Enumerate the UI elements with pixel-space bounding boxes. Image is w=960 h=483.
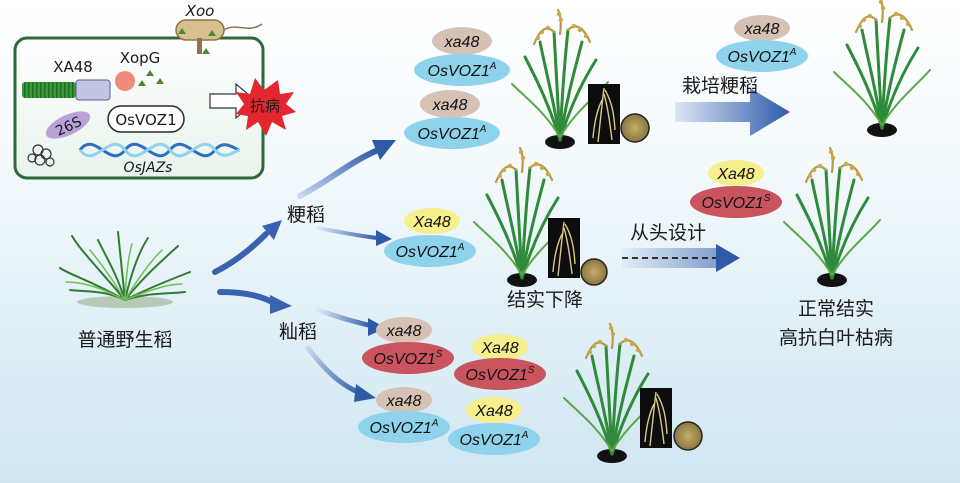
- voz-label: OsVOZ1: [728, 49, 790, 66]
- svg-text:OsVOZ1S: OsVOZ1S: [466, 365, 535, 384]
- allele-badge: [404, 208, 460, 234]
- allele-label: Xa48: [474, 403, 512, 420]
- voz-badge: [414, 54, 510, 86]
- design-label: 从头设计: [630, 222, 706, 244]
- japonica-label: 粳稻: [287, 204, 325, 226]
- design-arrow: [622, 244, 740, 272]
- voz-label: OsVOZ1: [374, 351, 436, 368]
- svg-text:OsVOZ1A: OsVOZ1A: [396, 242, 465, 261]
- voz-label: OsVOZ1: [466, 367, 528, 384]
- cultivate-arrow: [675, 88, 790, 136]
- allele-badge: [376, 387, 432, 413]
- receptor-label: XA48: [53, 58, 93, 76]
- voz-label: OsVOZ1: [418, 126, 480, 143]
- resistance-burst-icon: [236, 78, 296, 136]
- svg-text:OsVOZ1A: OsVOZ1A: [728, 47, 797, 66]
- grain-icon: [580, 258, 608, 286]
- voz-sup: S: [764, 193, 771, 204]
- target-label: OsVOZ1: [115, 111, 176, 129]
- allele-badge: [472, 334, 528, 360]
- allele-label: xa48: [432, 97, 468, 114]
- allele-badge: [432, 27, 492, 55]
- wild-rice-label: 普通野生稻: [77, 329, 172, 351]
- voz-badge: [454, 358, 546, 390]
- genes-label: OsJAZs: [124, 160, 173, 176]
- svg-text:OsVOZ1A: OsVOZ1A: [418, 124, 487, 143]
- grain-icon: [673, 421, 703, 451]
- arrow-japonica-to-Xa48: [316, 226, 380, 240]
- voz-label: OsVOZ1: [460, 432, 522, 449]
- dna-helix-icon: [78, 142, 241, 158]
- allele-label: xa48: [386, 393, 422, 410]
- normal-yield-label: 正常结实: [798, 298, 874, 320]
- panicle-image-icon: [587, 83, 621, 145]
- voz-sup: S: [436, 349, 443, 360]
- voz-label: OsVOZ1: [702, 195, 764, 212]
- allele-badge: [420, 90, 480, 118]
- voz-sup: S: [528, 365, 535, 376]
- arrow-indica-to-upper: [315, 307, 375, 329]
- receptor-coil-domain: [22, 82, 76, 98]
- effector-bound-icon: [115, 71, 135, 91]
- voz-badge: [404, 117, 500, 149]
- resistance-label: 抗病: [250, 97, 280, 115]
- grain-icon: [620, 113, 650, 143]
- voz-badge: [716, 40, 808, 72]
- japonica-top-alleles: xa48 OsVOZ1A xa48 OsVOZ1A: [404, 27, 510, 149]
- target-protein: [107, 105, 185, 133]
- allele-label: xa48: [444, 34, 480, 51]
- voz-label: OsVOZ1: [370, 420, 432, 437]
- cultivate-label: 栽培粳稻: [682, 75, 758, 97]
- voz-sup: A: [479, 124, 487, 135]
- wild-rice-plant: [59, 231, 191, 308]
- effector-molecules: [138, 70, 164, 86]
- allele-label: Xa48: [716, 166, 754, 183]
- allele-label: xa48: [744, 21, 780, 38]
- allele-badge: [376, 317, 432, 343]
- voz-badge: [448, 423, 540, 455]
- pathogen-label: Xoo: [185, 2, 215, 20]
- voz-badge: [358, 411, 450, 443]
- yield-drop-label: 结实下降: [507, 289, 583, 311]
- voz-sup: A: [521, 430, 529, 441]
- voz-badge: [690, 186, 782, 218]
- allele-label: xa48: [386, 323, 422, 340]
- xoo-pathogen-icon: [175, 19, 263, 54]
- allele-badge: [466, 397, 522, 423]
- arrow-japonica-to-xa48: [297, 147, 381, 199]
- svg-text:OsVOZ1A: OsVOZ1A: [370, 418, 439, 437]
- voz-badge: [362, 342, 454, 374]
- svg-text:OsVOZ1S: OsVOZ1S: [702, 193, 771, 212]
- high-resistance-label: 高抗白叶枯病: [779, 327, 893, 349]
- svg-text:OsVOZ1S: OsVOZ1S: [374, 349, 443, 368]
- allele-label: Xa48: [480, 340, 518, 357]
- voz-label: OsVOZ1: [396, 244, 458, 261]
- receptor-domain: [75, 79, 111, 101]
- voz-sup: A: [489, 61, 497, 72]
- cell-schematic: Xoo XopG XA48 OsVOZ1 26S OsJAZs: [13, 2, 296, 180]
- arrow-to-japonica: [212, 231, 269, 275]
- voz-badge: [384, 235, 476, 267]
- voz-label: OsVOZ1: [428, 63, 490, 80]
- panicle-image-icon: [639, 387, 673, 449]
- svg-text:OsVOZ1A: OsVOZ1A: [460, 430, 529, 449]
- svg-text:OsVOZ1A: OsVOZ1A: [428, 61, 497, 80]
- degraded-fragments-icon: [27, 144, 55, 167]
- allele-badge: [708, 160, 764, 186]
- voz-sup: A: [789, 47, 797, 58]
- proteasome-icon: [45, 111, 91, 139]
- indica-label: 籼稻: [279, 321, 317, 343]
- allele-label: Xa48: [412, 214, 450, 231]
- effector-label: XopG: [120, 49, 161, 67]
- voz-sup: A: [431, 418, 439, 429]
- panicle-image-icon: [547, 217, 581, 279]
- allele-badge: [734, 15, 790, 41]
- voz-sup: A: [457, 242, 465, 253]
